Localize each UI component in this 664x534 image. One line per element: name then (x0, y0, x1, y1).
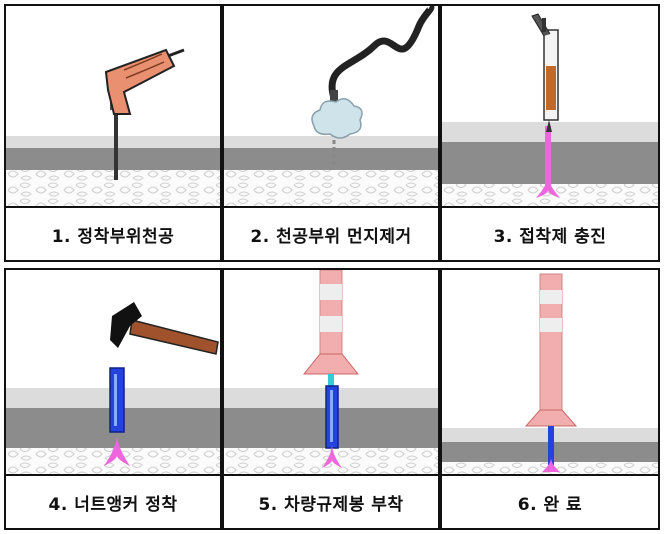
hammer-icon (110, 302, 219, 355)
step-panel-4: 4. 너트앵커 정착 (4, 268, 222, 530)
step-caption: 6. 완 료 (442, 474, 658, 528)
step-caption: 2. 천공부위 먼지제거 (224, 206, 438, 260)
step-illustration-6 (442, 273, 658, 476)
road-base-layer (224, 148, 438, 170)
nut-anchor-icon (542, 426, 560, 472)
step-illustration-2 (224, 6, 438, 208)
drill-icon (104, 48, 185, 180)
step-illustration-5 (224, 270, 438, 476)
nut-anchor-icon (322, 385, 342, 468)
caulking-gun-icon (531, 13, 559, 132)
traffic-post-icon (302, 270, 360, 386)
step-panel-2: 2. 천공부위 먼지제거 (222, 4, 440, 262)
step-illustration-1 (6, 48, 220, 208)
step-caption: 3. 접착제 충진 (442, 206, 658, 260)
step-illustration-4 (6, 302, 220, 476)
step-illustration-3 (442, 13, 658, 208)
gravel-layer (6, 170, 220, 208)
road-surface-layer (6, 136, 220, 148)
adhesive-fill-icon (536, 126, 560, 198)
road-base-layer (6, 148, 220, 170)
step-panel-1: 1. 정착부위천공 (4, 4, 222, 262)
step-panel-5: 5. 차량규제봉 부착 (222, 268, 440, 530)
road-surface-layer (224, 136, 438, 148)
step-caption: 5. 차량규제봉 부착 (224, 474, 438, 528)
step-panel-6: 6. 완 료 (440, 268, 660, 530)
step-caption: 4. 너트앵커 정착 (6, 474, 220, 528)
nut-anchor-icon (104, 367, 130, 466)
step-panel-3: 3. 접착제 충진 (440, 4, 660, 262)
dust-cloud-icon (311, 98, 363, 139)
traffic-post-icon (524, 273, 578, 427)
gravel-layer (224, 170, 438, 208)
step-caption: 1. 정착부위천공 (6, 206, 220, 260)
